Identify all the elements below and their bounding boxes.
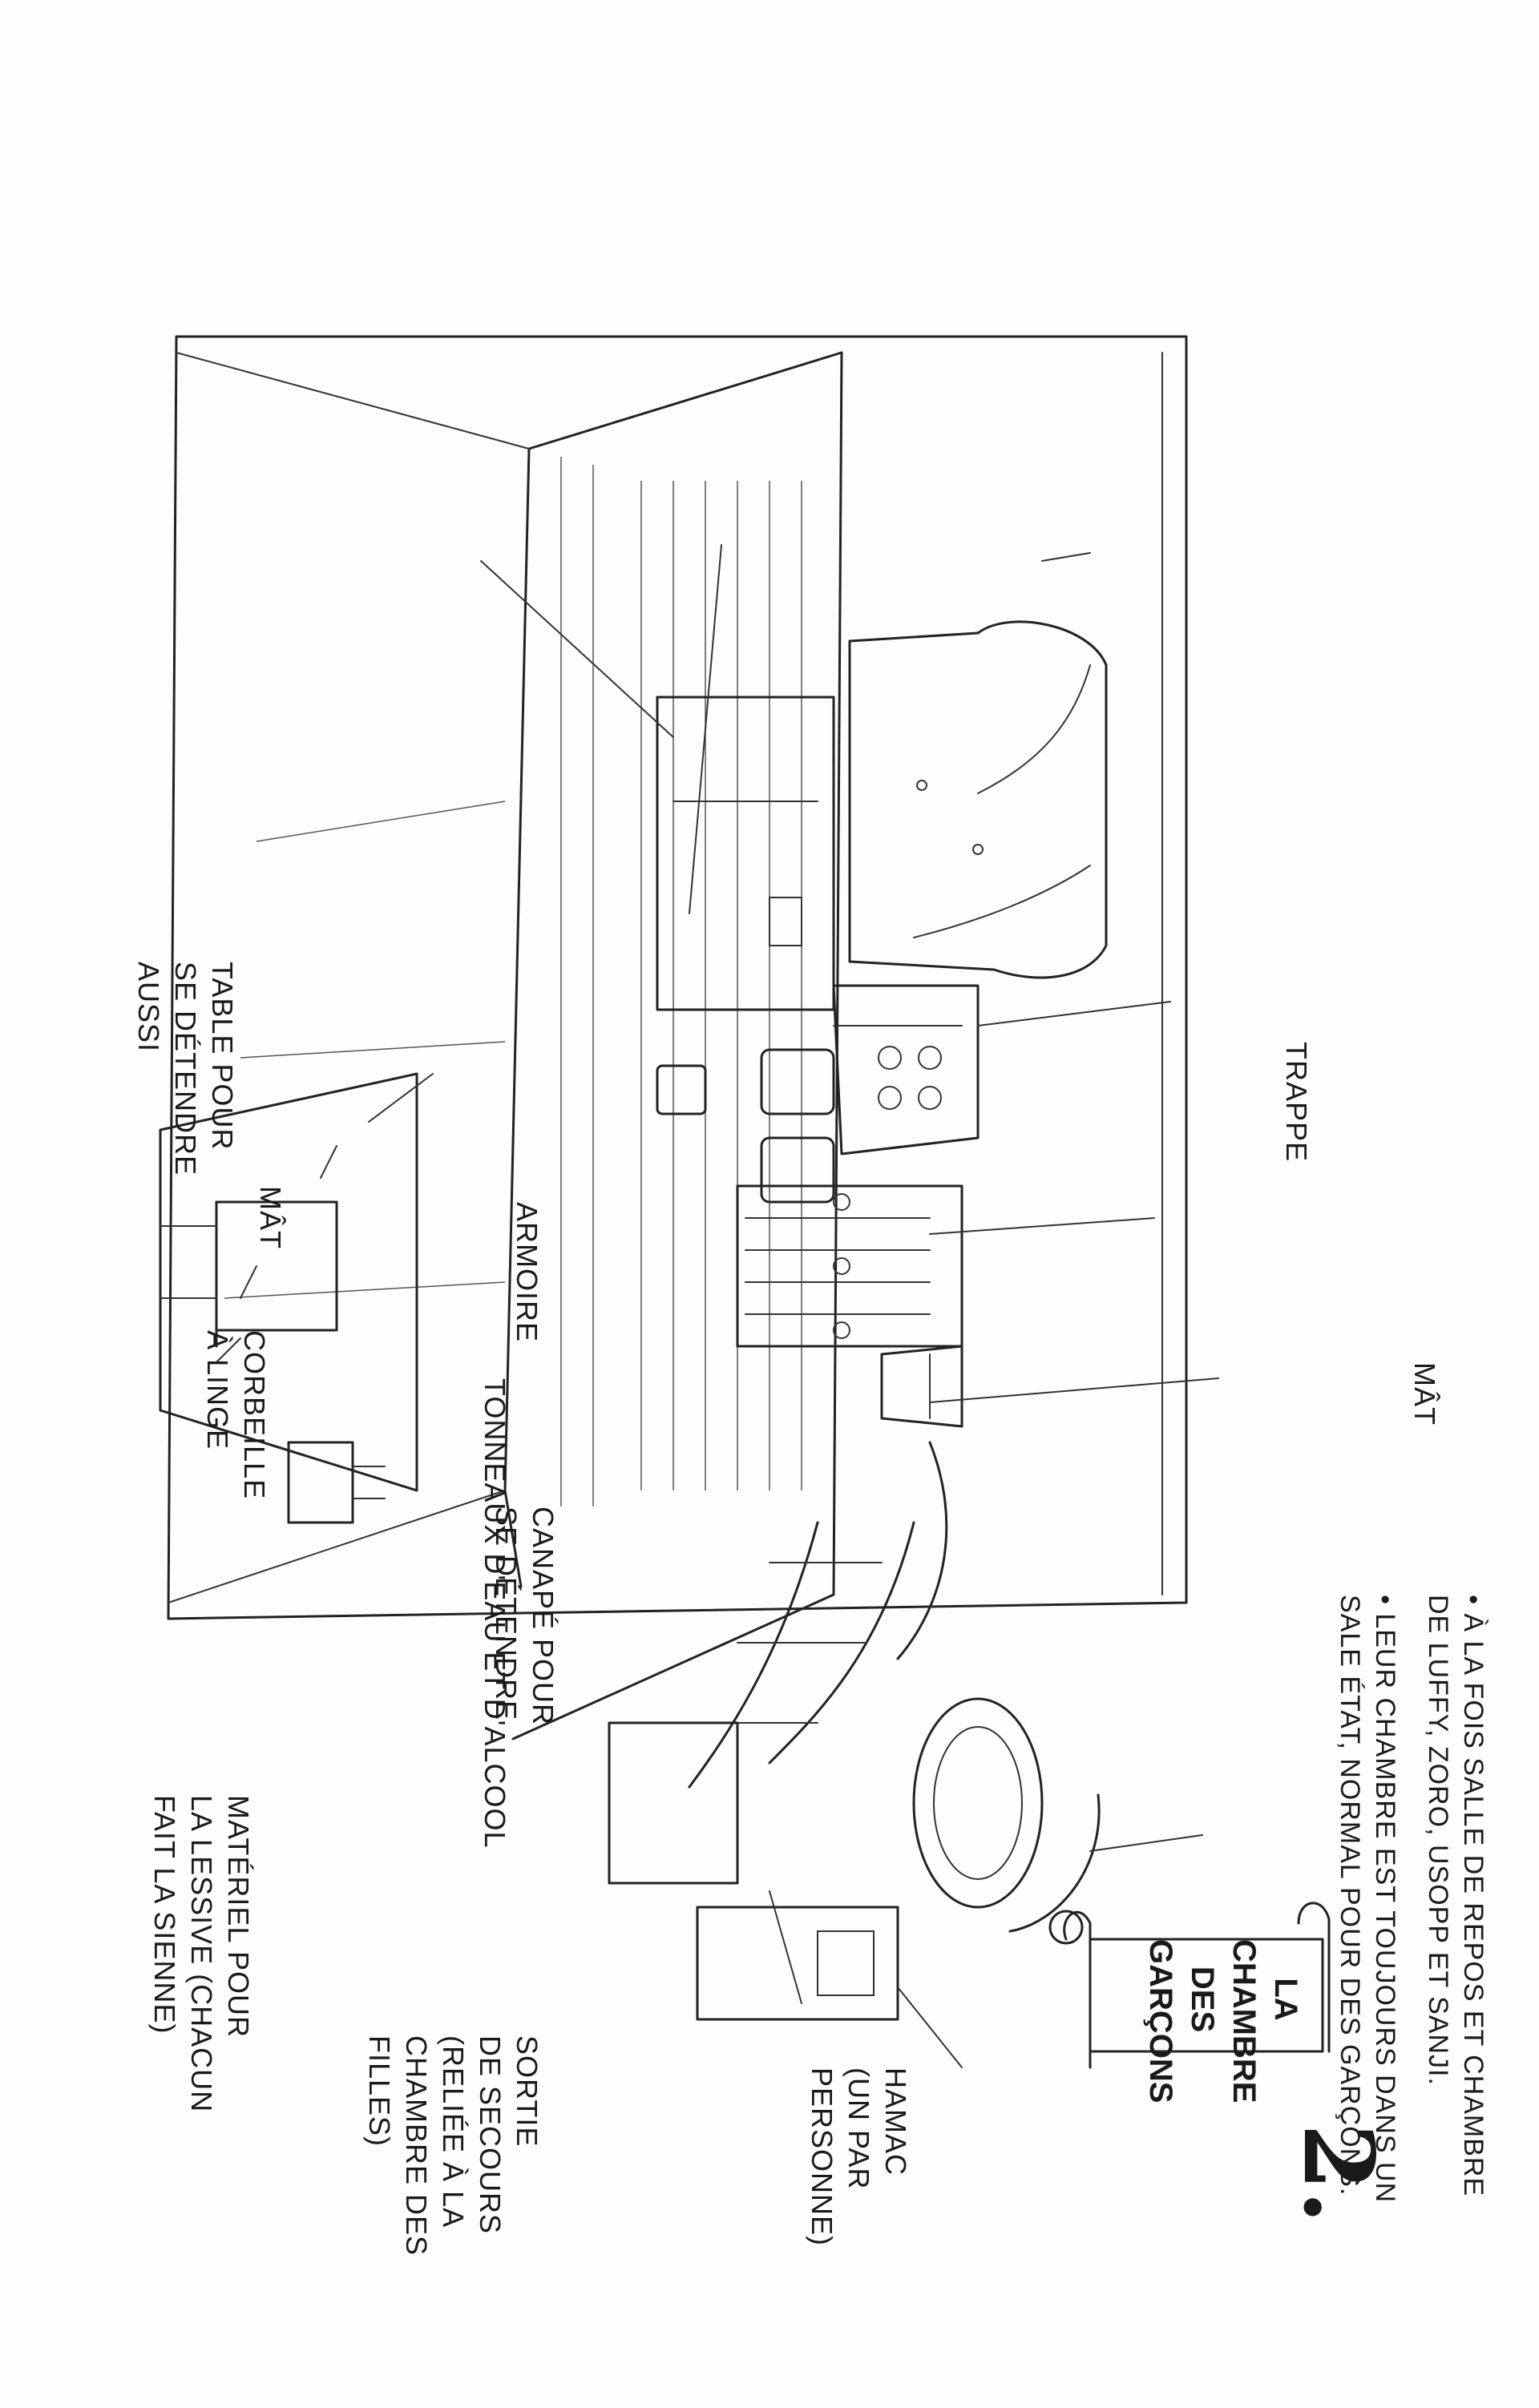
table-icon [832, 984, 980, 1156]
mast-icon [736, 1184, 963, 1348]
label-corbeille: CORBEILLE À LINGE [201, 1330, 271, 1500]
deck-mast-icon [160, 1200, 386, 1524]
label-trappe: TRAPPE [1280, 1042, 1313, 1163]
note-2: • LEUR CHAMBRE EST TOUJOURS DANS UN SALE… [1335, 1595, 1400, 2204]
label-mat-deck: MÂT [1408, 1362, 1441, 1426]
label-hamac: HAMAC (UN PAR PERSONNE) [806, 2067, 912, 2247]
barrel-icon [656, 1048, 835, 1204]
laundry-basket-icon [880, 1345, 963, 1428]
emergency-exit-icon [608, 1721, 899, 2021]
note-1: • À LA FOIS SALLE DE REPOS ET CHAMBRE DE… [1423, 1595, 1489, 2197]
label-mat-room: MÂT [254, 1186, 287, 1249]
washtub-icon [912, 1697, 1101, 1933]
label-canape: CANAPÉ POUR SE DÉTENDRE [490, 1507, 559, 1726]
section-title: LA CHAMBRE DES GARÇONS [1143, 1939, 1303, 2103]
room-outline [167, 335, 1188, 1740]
label-materiel: MATÉRIEL POUR LA LESSIVE (CHACUN FAIT LA… [148, 1795, 255, 2113]
trapdoor-icon [159, 1072, 418, 1492]
sofa-icon [848, 620, 1108, 979]
hammock-icon [688, 1441, 948, 1789]
label-armoire: ARMOIRE [511, 1202, 543, 1343]
wall-planks [224, 457, 802, 1507]
armoire-icon [656, 696, 835, 1011]
title-scroll-icon [1048, 1902, 1331, 2069]
label-sortie: SORTIE DE SECOURS (RELIÉE À LA CHAMBRE D… [363, 2035, 543, 2257]
label-table: TABLE POUR SE DÉTENDRE AUSSI [132, 962, 239, 1176]
leader-lines [216, 544, 1219, 2068]
